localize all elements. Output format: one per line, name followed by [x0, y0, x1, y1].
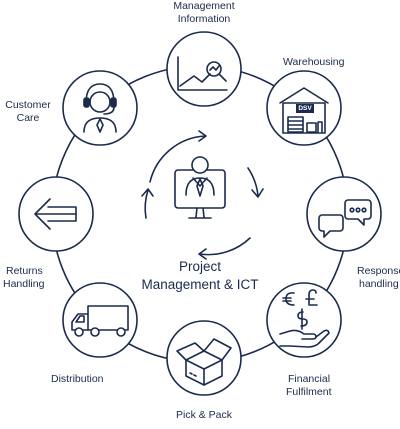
warehouse-badge: DSV: [298, 105, 312, 112]
truck-icon: [71, 305, 129, 337]
node-financial-fulfilment: [266, 282, 342, 358]
center-title-line: Management & ICT: [141, 277, 259, 292]
label-line: Handling: [3, 278, 45, 290]
label-distribution: Distribution: [51, 373, 104, 386]
label-financial-fulfilment: Financial Fulfilment: [286, 373, 332, 399]
label-customer-care: Customer Care: [2, 99, 54, 125]
chart-magnifier-icon: [177, 56, 228, 91]
label-line: Customer: [5, 99, 51, 111]
warehouse-icon: [279, 87, 329, 134]
label-line: Returns: [6, 265, 43, 277]
label-management-information: Management Information: [154, 0, 254, 26]
label-returns-handling: Returns Handling: [3, 265, 44, 291]
chat-bubbles-icon: [318, 199, 372, 238]
label-line: Response: [357, 265, 400, 277]
arrow-left-icon: [34, 198, 77, 230]
label-line: Warehousing: [283, 56, 345, 68]
open-box-icon: [176, 338, 232, 386]
node-management-information: [166, 31, 242, 107]
node-response-handling: [306, 176, 382, 252]
headset-agent-icon: [83, 83, 117, 133]
node-warehousing: [266, 70, 342, 146]
label-line: Care: [16, 112, 40, 124]
label-line: Management: [173, 0, 235, 12]
label-pick-pack: Pick & Pack: [154, 409, 254, 422]
label-line: Distribution: [51, 373, 104, 385]
node-pick-pack: [166, 320, 242, 396]
label-line: Pick & Pack: [175, 409, 233, 421]
node-distribution: [62, 282, 138, 358]
monitor-presenter-icon: [174, 156, 226, 219]
label-line: Fulfilment: [286, 386, 332, 398]
node-returns-handling: [18, 176, 94, 252]
label-line: handling: [359, 278, 399, 290]
hand-currency-icon: [279, 289, 330, 348]
center-title-line: Project: [178, 259, 222, 274]
node-customer-care: [62, 70, 138, 146]
label-warehousing: Warehousing: [283, 56, 344, 69]
cycle-arrows-icon: [141, 130, 264, 260]
label-response-handling: Response handling: [357, 265, 400, 291]
label-line: Information: [177, 13, 231, 25]
center-title: Project Management & ICT: [120, 258, 280, 294]
label-line: Financial: [288, 373, 331, 385]
